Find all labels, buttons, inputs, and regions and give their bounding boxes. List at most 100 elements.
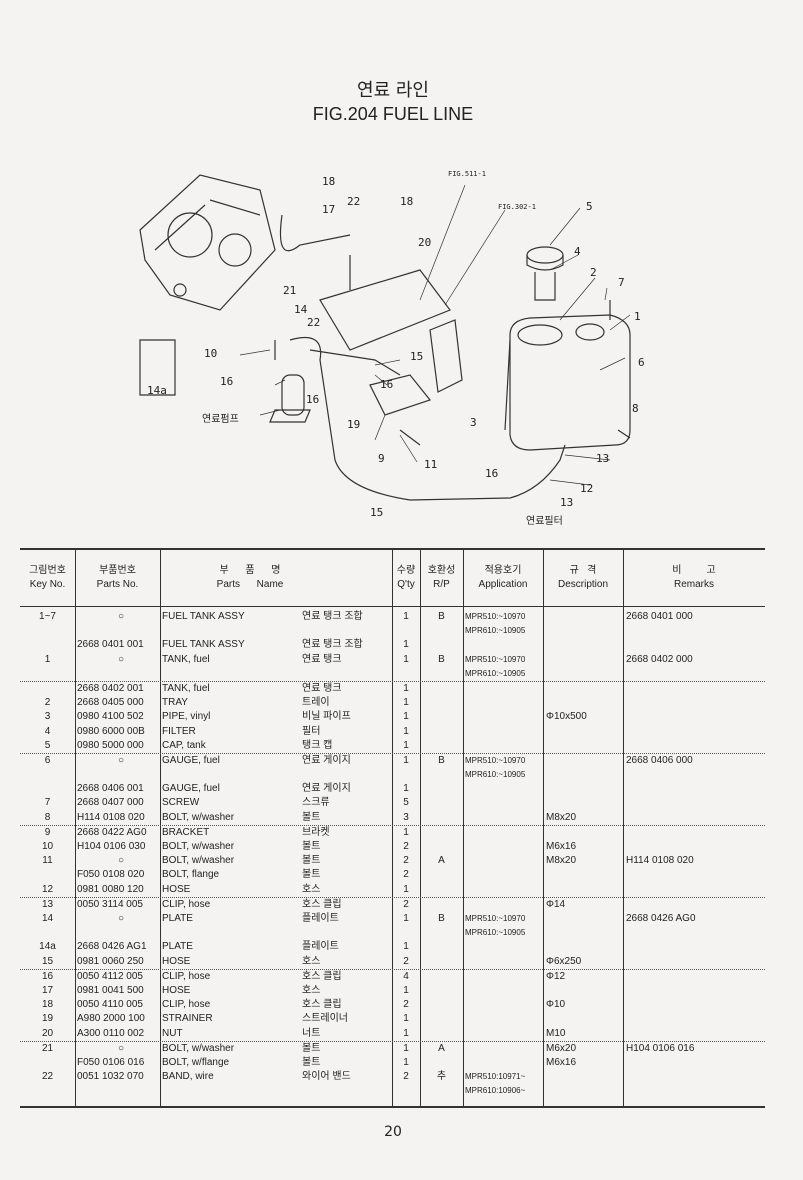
part-no: 0981 0041 500 bbox=[77, 984, 144, 996]
part-name-korean: 연료 탱크 조합 bbox=[302, 639, 363, 651]
rp-code: B bbox=[438, 653, 445, 665]
callout-18: 18 bbox=[322, 175, 336, 188]
quantity: 2 bbox=[403, 855, 409, 867]
rp-code: B bbox=[438, 912, 445, 924]
description: M6x16 bbox=[546, 1056, 577, 1068]
quantity: 1 bbox=[403, 984, 409, 996]
callout-17: 17 bbox=[322, 203, 336, 216]
page-title: FIG.204 FUEL LINE bbox=[312, 104, 474, 124]
description: M6x20 bbox=[546, 1042, 577, 1054]
remarks: 2668 0401 000 bbox=[626, 611, 693, 622]
callout-13: 13 bbox=[596, 452, 610, 465]
part-name-korean: 볼트 bbox=[302, 1056, 321, 1068]
part-name: FUEL TANK ASSY bbox=[162, 639, 245, 651]
application: MPR510:~10970 bbox=[465, 755, 526, 765]
callout-2: 2 bbox=[590, 266, 597, 279]
header-name: Parts Name bbox=[216, 579, 284, 590]
description: M10 bbox=[546, 1027, 566, 1039]
quantity: 1 bbox=[403, 783, 409, 795]
callout-16d: 16 bbox=[306, 393, 320, 406]
description: Φ10 bbox=[546, 999, 566, 1011]
part-name: BOLT, w/flange bbox=[162, 1056, 230, 1068]
fuel-pump-label: 연료펌프 bbox=[202, 414, 239, 425]
part-name-korean: 연료 게이지 bbox=[302, 754, 351, 766]
callout-7: 7 bbox=[618, 276, 625, 289]
part-no: H114 0108 020 bbox=[77, 811, 145, 823]
part-no: 2668 0402 001 bbox=[77, 682, 144, 694]
callout-5: 5 bbox=[586, 200, 593, 213]
part-name: NUT bbox=[162, 1027, 183, 1039]
description: M6x16 bbox=[546, 841, 577, 853]
quantity: 3 bbox=[403, 811, 409, 823]
part-name-korean: 볼트 bbox=[302, 869, 321, 881]
part-name-korean: 연료 탱크 조합 bbox=[302, 611, 363, 622]
part-name: PIPE, vinyl bbox=[162, 711, 211, 723]
part-no: 0981 0080 120 bbox=[77, 883, 144, 895]
quantity: 1 bbox=[403, 1013, 409, 1025]
part-no: 0980 5000 000 bbox=[77, 739, 144, 751]
part-name-korean: 볼트 bbox=[302, 1042, 321, 1054]
quantity: 2 bbox=[403, 999, 409, 1011]
part-name-korean: 연료 탱크 bbox=[302, 653, 342, 665]
key-no: 3 bbox=[44, 711, 51, 723]
callout-10: 10 bbox=[204, 347, 218, 360]
header-desc-kr: 규 격 bbox=[569, 565, 597, 576]
application: MPR610:~10905 bbox=[465, 928, 526, 938]
callout-14: 14 bbox=[294, 303, 308, 316]
part-name-korean: 호스 bbox=[302, 955, 321, 967]
part-name: BOLT, w/washer bbox=[162, 855, 235, 867]
quantity: 1 bbox=[403, 912, 409, 924]
application: MPR510:~10970 bbox=[465, 654, 526, 664]
callout-16: 16 bbox=[485, 467, 499, 480]
quantity: 1 bbox=[403, 739, 409, 751]
callout-20: 20 bbox=[418, 236, 432, 249]
part-no: H104 0106 030 bbox=[77, 841, 146, 853]
part-name: GAUGE, fuel bbox=[162, 754, 220, 766]
description: Φ10x500 bbox=[546, 711, 587, 723]
fuel-line-diagram: 18 17 22 18 20 FIG.511-1 FIG.302-1 5 4 2… bbox=[110, 160, 670, 530]
quantity: 1 bbox=[403, 725, 409, 737]
quantity: 1 bbox=[403, 639, 409, 651]
remarks: H114 0108 020 bbox=[626, 855, 694, 867]
part-no: 0980 4100 502 bbox=[77, 711, 144, 723]
exploded-view-drawing bbox=[139, 174, 631, 501]
part-name-korean: 연료 탱크 bbox=[302, 682, 342, 694]
part-no: 0050 4112 005 bbox=[77, 970, 143, 982]
table-row: 2668 0401 001 FUEL TANK ASSY 연료 탱크 조합 1 bbox=[20, 638, 765, 652]
quantity: 2 bbox=[403, 1071, 409, 1083]
part-name: HOSE bbox=[162, 984, 191, 996]
quantity: 1 bbox=[403, 682, 409, 694]
part-name-korean: 브라켓 bbox=[302, 826, 330, 838]
part-name-korean: 트레이 bbox=[302, 697, 330, 709]
callout-14a: 14a bbox=[147, 384, 167, 397]
callout-16c: 16 bbox=[220, 375, 234, 388]
key-no: 19 bbox=[41, 1013, 54, 1025]
part-no: F050 0106 016 bbox=[77, 1056, 145, 1068]
remarks: 2668 0406 000 bbox=[626, 754, 693, 766]
remarks: 2668 0426 AG0 bbox=[626, 912, 696, 924]
callout-fig-511-1: FIG.511-1 bbox=[448, 170, 486, 178]
rp-code: B bbox=[438, 611, 445, 622]
application: MPR610:~10905 bbox=[465, 626, 526, 636]
header-part: Parts No. bbox=[96, 579, 139, 590]
application: MPR610:10906~ bbox=[465, 1086, 526, 1096]
part-no: 2668 0401 001 bbox=[77, 639, 144, 651]
callout-6: 6 bbox=[638, 356, 645, 369]
key-no: 14 bbox=[41, 912, 54, 924]
description: M8x20 bbox=[546, 855, 577, 867]
